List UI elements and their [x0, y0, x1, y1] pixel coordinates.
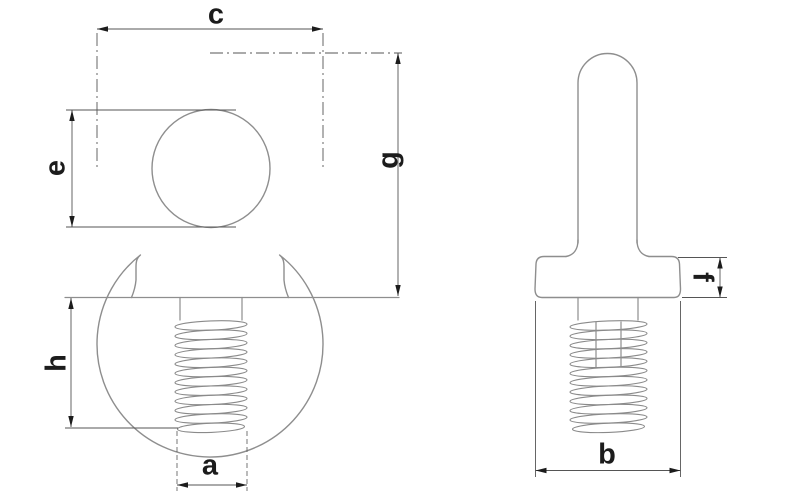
dim-h-arrow-down [68, 416, 74, 427]
dim-f-arrow-down [717, 286, 723, 298]
eye-inner-circle [151, 108, 271, 229]
dimension-b [535, 301, 681, 477]
dim-e-arrow-down [69, 216, 75, 227]
dimension-a [176, 431, 248, 491]
side-thread-coil [569, 320, 648, 434]
dim-a-arrow-right [236, 482, 247, 488]
dim-b-arrow-left [535, 467, 547, 474]
eye-outer-outline [96, 254, 324, 458]
side-right-flare [636, 239, 650, 258]
dim-f-arrow-up [717, 257, 723, 269]
dim-g-arrow-up [395, 53, 401, 64]
front-view [64, 108, 400, 458]
side-left-flare [565, 239, 579, 258]
dim-label-e: e [39, 159, 72, 177]
dim-b-arrow-right [669, 467, 681, 474]
dim-c-arrow-right [312, 26, 323, 32]
dim-label-h: h [40, 354, 73, 372]
dim-label-b: b [598, 438, 616, 471]
dimension-f [678, 257, 727, 298]
dimension-c [96, 26, 324, 170]
side-collar-outline [534, 255, 682, 299]
dim-c-arrow-left [97, 26, 108, 32]
dimension-e [66, 109, 236, 228]
dim-label-f: f [686, 272, 719, 282]
dim-g-arrow-down [395, 285, 401, 296]
dimension-h [65, 298, 178, 429]
dim-a-arrow-left [177, 482, 188, 488]
front-thread-coil [174, 320, 248, 434]
dim-label-c: c [207, 0, 225, 31]
dimension-g [210, 52, 402, 296]
side-shank-top-arc [577, 52, 638, 244]
thread-crest [176, 422, 246, 434]
dim-label-a: a [201, 449, 219, 482]
thread-crest [571, 422, 646, 434]
dim-label-g: g [372, 151, 405, 169]
dim-e-arrow-up [69, 110, 75, 121]
side-view [534, 52, 682, 434]
dim-h-arrow-up [68, 298, 74, 309]
